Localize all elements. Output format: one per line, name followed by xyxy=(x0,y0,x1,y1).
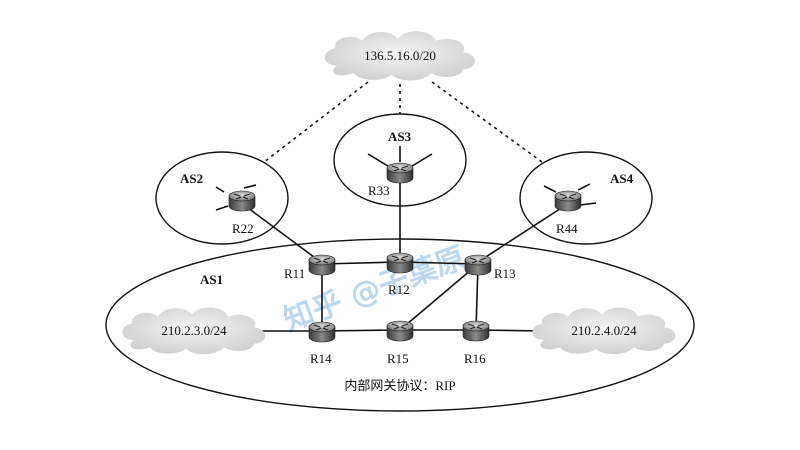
router-r13-label: R13 xyxy=(494,266,516,281)
router-r44-label: R44 xyxy=(556,221,578,236)
as2-boundary xyxy=(155,151,289,245)
r22-spokes xyxy=(215,184,257,211)
as1-label: AS1 xyxy=(200,272,223,287)
router-r12-icon xyxy=(386,252,414,274)
router-r33-icon xyxy=(386,162,414,184)
link-r13-r15 xyxy=(399,263,479,331)
router-r16-icon xyxy=(462,320,490,342)
router-r13-icon xyxy=(464,254,492,276)
link-r22-r11 xyxy=(243,204,323,264)
router-r22-icon xyxy=(228,190,256,212)
link-r44-r13 xyxy=(477,204,567,263)
router-r15-icon xyxy=(386,320,414,342)
dashed-link-as2 xyxy=(263,81,369,163)
router-r44-icon xyxy=(554,190,582,212)
r33-spokes xyxy=(367,146,433,167)
dashed-link-as4 xyxy=(431,81,543,163)
as2-label: AS2 xyxy=(180,171,203,186)
as3-label: AS3 xyxy=(388,129,412,144)
router-r12-label: R12 xyxy=(388,282,410,297)
router-r15-label: R15 xyxy=(387,351,409,366)
cloud-top-label: 136.5.16.0/20 xyxy=(364,48,436,63)
cloud-right: 210.2.4.0/24 xyxy=(532,307,676,355)
router-r14-label: R14 xyxy=(310,351,332,366)
r44-spokes xyxy=(543,183,597,206)
router-r14-icon xyxy=(308,321,336,343)
router-r22-label: R22 xyxy=(232,221,254,236)
cloud-left: 210.2.3.0/24 xyxy=(122,307,266,355)
router-r16-label: R16 xyxy=(464,351,486,366)
as4-boundary xyxy=(519,151,653,245)
cloud-right-label: 210.2.4.0/24 xyxy=(571,323,637,338)
router-r33-label: R33 xyxy=(368,183,390,198)
router-r11-icon xyxy=(308,254,336,276)
cloud-top: 136.5.16.0/20 xyxy=(324,31,475,81)
as4-label: AS4 xyxy=(610,171,634,186)
cloud-left-label: 210.2.3.0/24 xyxy=(161,323,227,338)
watermark: 知乎 @子葉原 xyxy=(279,240,470,338)
protocol-note: 内部网关协议：RIP xyxy=(344,378,455,393)
router-r11-label: R11 xyxy=(284,266,305,281)
